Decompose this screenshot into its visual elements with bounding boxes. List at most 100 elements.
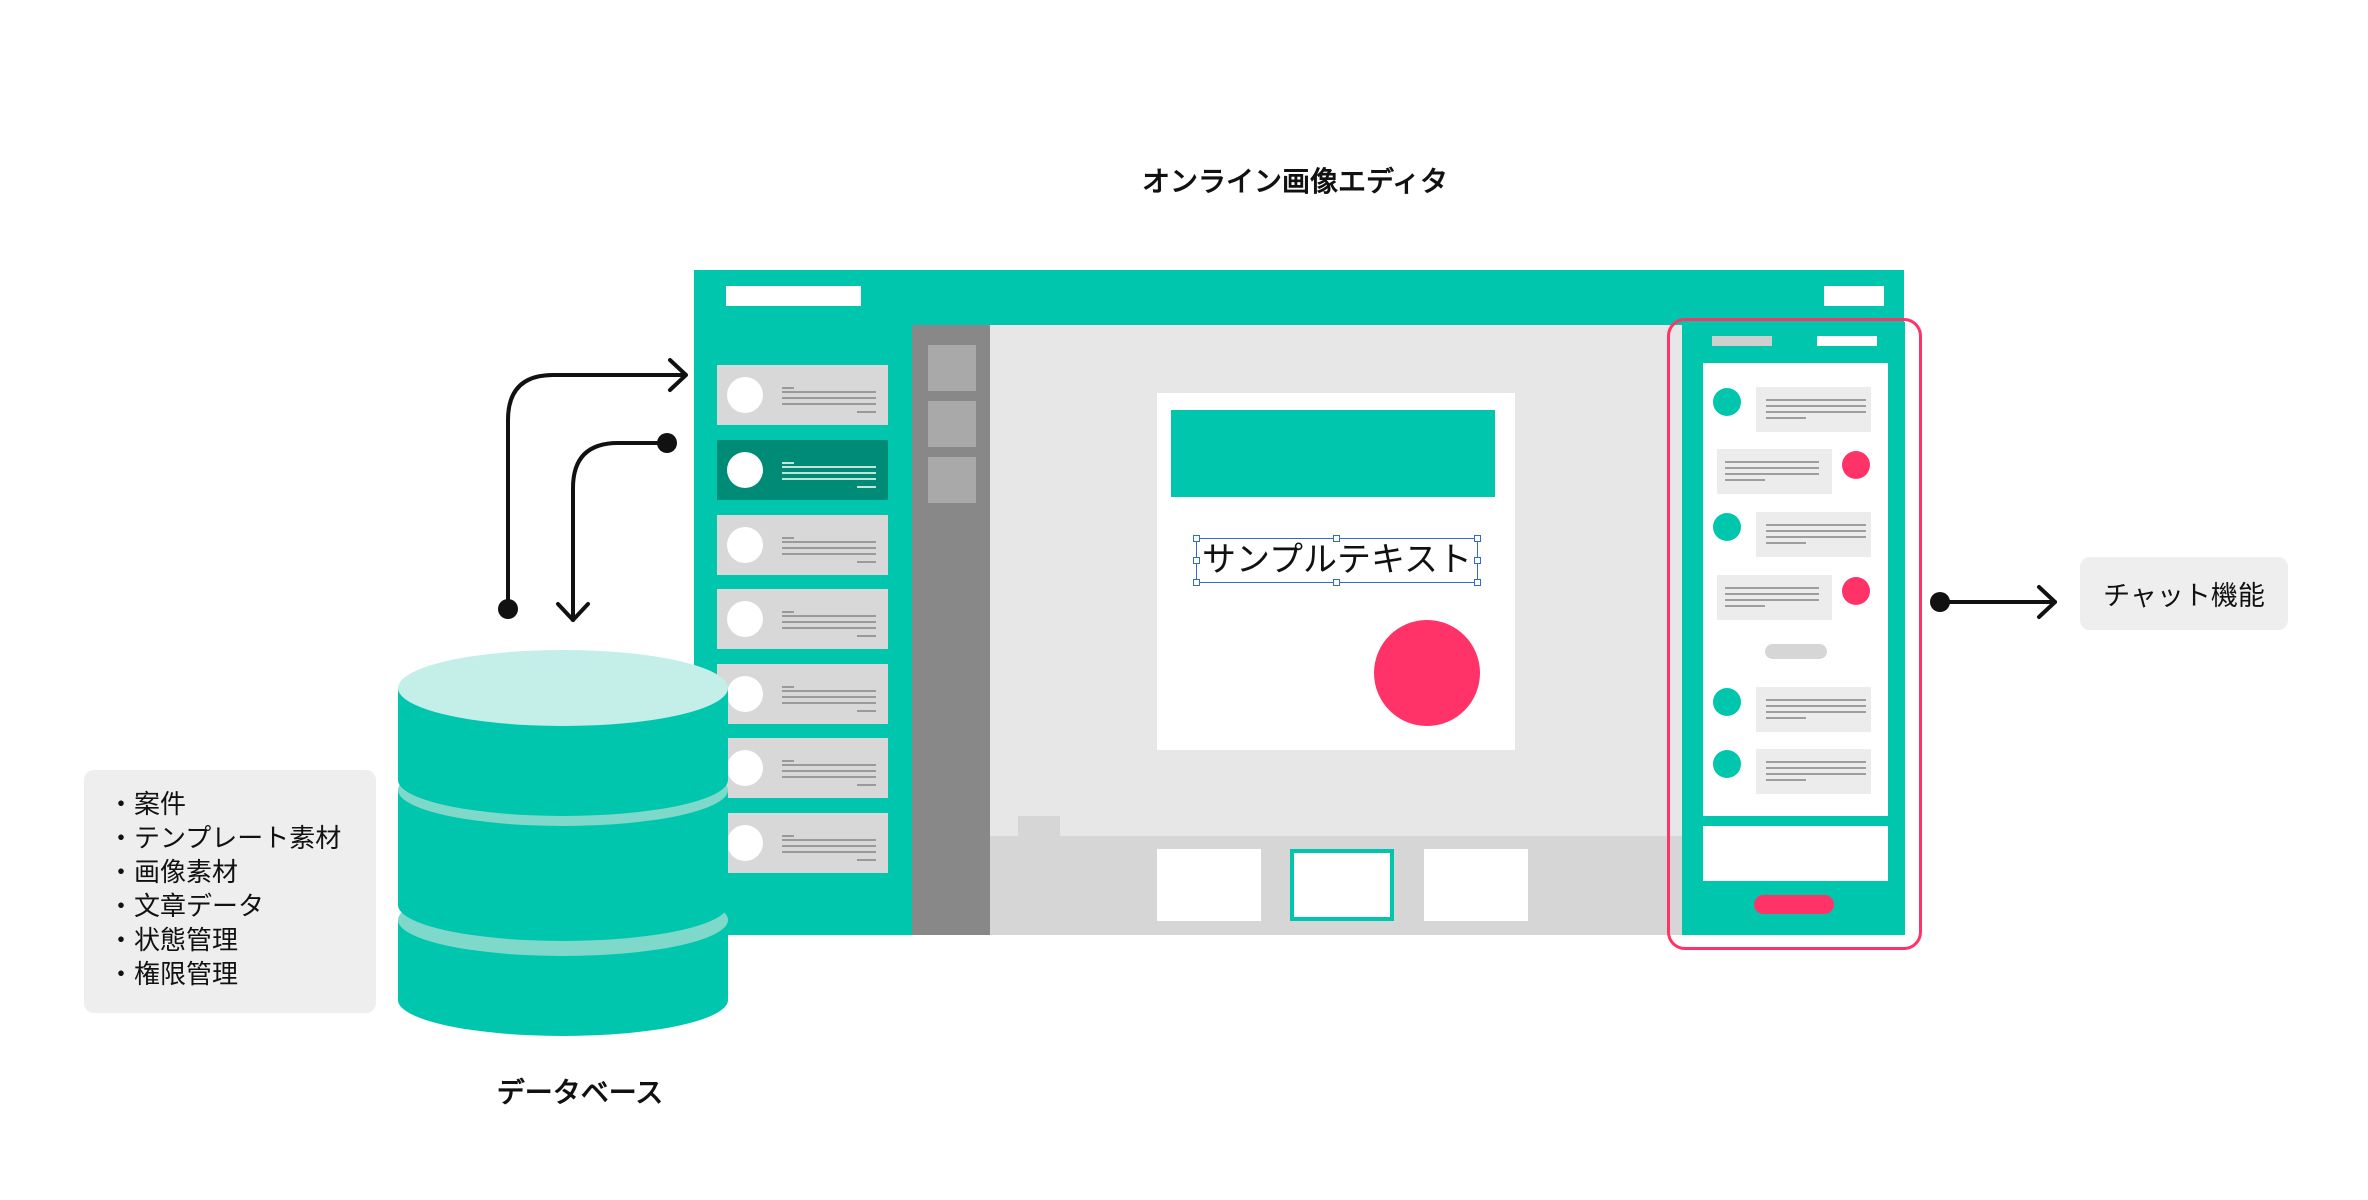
- chat-feature-label: チャット機能: [2080, 557, 2288, 630]
- template-text-line: [782, 537, 794, 539]
- template-card[interactable]: [717, 589, 888, 649]
- resize-handle[interactable]: [1333, 535, 1340, 542]
- tool-button[interactable]: [928, 345, 976, 391]
- template-thumbnail-icon: [727, 825, 763, 861]
- resize-handle[interactable]: [1193, 535, 1200, 542]
- chat-avatar: [1842, 577, 1870, 605]
- chat-text-line: [1725, 587, 1819, 589]
- tool-button[interactable]: [928, 457, 976, 503]
- editor-topbar-button[interactable]: [1824, 286, 1884, 306]
- chat-message-bubble: [1756, 687, 1871, 732]
- chat-text-line: [1725, 479, 1765, 481]
- resize-handle[interactable]: [1474, 579, 1481, 586]
- arrow-right-icon: [2037, 585, 2057, 619]
- template-text-line: [782, 541, 876, 543]
- template-text-line: [782, 835, 794, 837]
- template-card-selected[interactable]: [717, 440, 888, 500]
- template-text-line: [857, 859, 876, 861]
- chat-message-bubble: [1756, 387, 1871, 432]
- chat-message-bubble: [1756, 749, 1871, 794]
- resize-handle[interactable]: [1474, 557, 1481, 564]
- template-text-line: [782, 621, 876, 623]
- chat-header-button[interactable]: [1817, 336, 1877, 346]
- template-text-line: [782, 403, 876, 405]
- template-text-line: [857, 710, 876, 712]
- template-text-line: [782, 839, 876, 841]
- chat-text-line: [1725, 593, 1819, 595]
- resize-handle[interactable]: [1474, 535, 1481, 542]
- page-thumbnail-selected[interactable]: [1290, 849, 1394, 921]
- template-card[interactable]: [717, 365, 888, 425]
- chat-text-line: [1766, 761, 1866, 763]
- template-text-line: [782, 851, 876, 853]
- template-text-line: [782, 627, 876, 629]
- template-text-line: [782, 462, 794, 464]
- template-text-line: [782, 770, 876, 772]
- chat-send-button[interactable]: [1754, 895, 1834, 914]
- chat-text-line: [1766, 705, 1866, 707]
- template-thumbnail-icon: [727, 601, 763, 637]
- database-item: 状態管理: [108, 924, 376, 958]
- canvas-circle-shape[interactable]: [1374, 620, 1480, 726]
- chat-header-title: [1712, 336, 1772, 346]
- database-item: 画像素材: [108, 856, 376, 890]
- template-text-line: [782, 611, 794, 613]
- template-text-line: [782, 696, 876, 698]
- chat-avatar: [1713, 750, 1741, 778]
- dot-icon: [498, 599, 518, 619]
- chat-message-bubble: [1756, 512, 1871, 557]
- chat-text-line: [1766, 711, 1866, 713]
- template-card[interactable]: [717, 738, 888, 798]
- chat-avatar: [1713, 688, 1741, 716]
- template-text-line: [857, 784, 876, 786]
- chat-text-line: [1766, 530, 1866, 532]
- tool-button[interactable]: [928, 401, 976, 447]
- canvas-banner-shape[interactable]: [1171, 410, 1495, 497]
- chat-message-bubble: [1717, 449, 1832, 494]
- resize-handle[interactable]: [1193, 579, 1200, 586]
- template-text-line: [782, 690, 876, 692]
- template-card[interactable]: [717, 515, 888, 575]
- page-thumbnail[interactable]: [1157, 849, 1261, 921]
- arrow-right-icon: [506, 373, 687, 611]
- editor-topbar-title: [726, 286, 861, 306]
- chat-text-line: [1725, 605, 1765, 607]
- template-card[interactable]: [717, 664, 888, 724]
- canvas-sample-text[interactable]: サンプルテキスト: [1202, 540, 1472, 580]
- chat-text-line: [1725, 461, 1819, 463]
- template-text-line: [857, 411, 876, 413]
- database-contents-list: 案件テンプレート素材画像素材文章データ状態管理権限管理: [84, 770, 376, 1013]
- arrow-down-icon: [556, 602, 590, 622]
- template-text-line: [857, 635, 876, 637]
- chat-input-field[interactable]: [1703, 826, 1888, 881]
- resize-handle[interactable]: [1193, 557, 1200, 564]
- template-text-line: [782, 760, 794, 762]
- database-label: データベース: [496, 1076, 664, 1109]
- resize-handle[interactable]: [1333, 579, 1340, 586]
- dot-icon: [657, 433, 677, 453]
- template-text-line: [857, 486, 876, 488]
- chat-text-line: [1766, 411, 1866, 413]
- arrow-right-icon: [668, 358, 688, 392]
- page-thumbnail[interactable]: [1424, 849, 1528, 921]
- chat-typing-indicator: [1765, 644, 1827, 659]
- template-text-line: [782, 472, 876, 474]
- template-thumbnail-icon: [727, 527, 763, 563]
- template-text-line: [782, 553, 876, 555]
- template-thumbnail-icon: [727, 750, 763, 786]
- template-card[interactable]: [717, 813, 888, 873]
- chat-text-line: [1766, 767, 1866, 769]
- chat-text-line: [1725, 467, 1819, 469]
- chat-avatar: [1713, 513, 1741, 541]
- chat-text-line: [1766, 699, 1866, 701]
- chat-avatar: [1842, 451, 1870, 479]
- template-text-line: [782, 615, 876, 617]
- chat-text-line: [1766, 773, 1866, 775]
- chat-text-line: [1766, 536, 1866, 538]
- template-text-line: [782, 478, 876, 480]
- chat-text-line: [1725, 599, 1819, 601]
- template-text-line: [782, 391, 876, 393]
- chat-text-line: [1766, 405, 1866, 407]
- arrow-down-icon: [571, 441, 669, 622]
